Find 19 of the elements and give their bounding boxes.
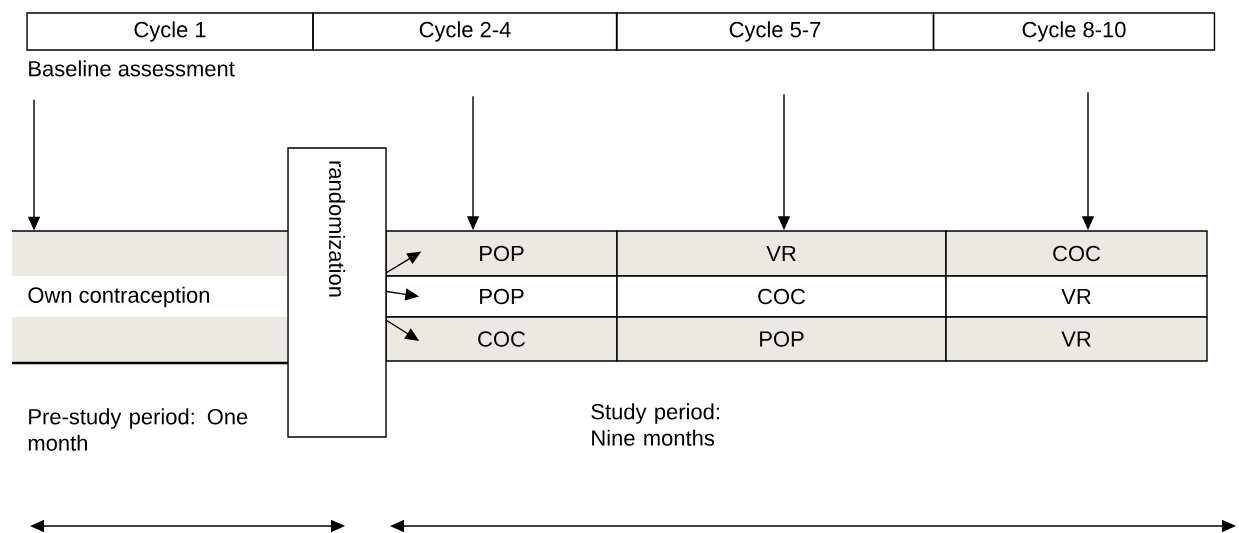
header-cell: Cycle 8-10 — [932, 12, 1216, 51]
table-cell: VR — [945, 316, 1208, 362]
node-label: Own contraception — [28, 286, 209, 308]
table-cell: POP — [385, 230, 618, 277]
table-cell: POP — [616, 316, 947, 362]
header-cell: Cycle 2-4 — [312, 12, 618, 51]
table-cell: COC — [616, 275, 947, 318]
striped-band: Own contraception — [11, 230, 289, 365]
randomization-box: randomization — [287, 147, 387, 438]
table-cell: VR — [616, 230, 947, 277]
header-cell: Cycle 5-7 — [615, 12, 935, 51]
table-cell: POP — [385, 275, 618, 318]
header-cell: Cycle 1 — [26, 12, 314, 51]
note-text: Pre-study period: One month — [28, 408, 248, 451]
note-text: Baseline assessment — [29, 60, 235, 77]
table-cell: VR — [945, 275, 1208, 318]
table-cell: COC — [385, 316, 618, 362]
note-text: Study period: Nine months — [591, 403, 719, 446]
table-cell: COC — [945, 230, 1208, 277]
